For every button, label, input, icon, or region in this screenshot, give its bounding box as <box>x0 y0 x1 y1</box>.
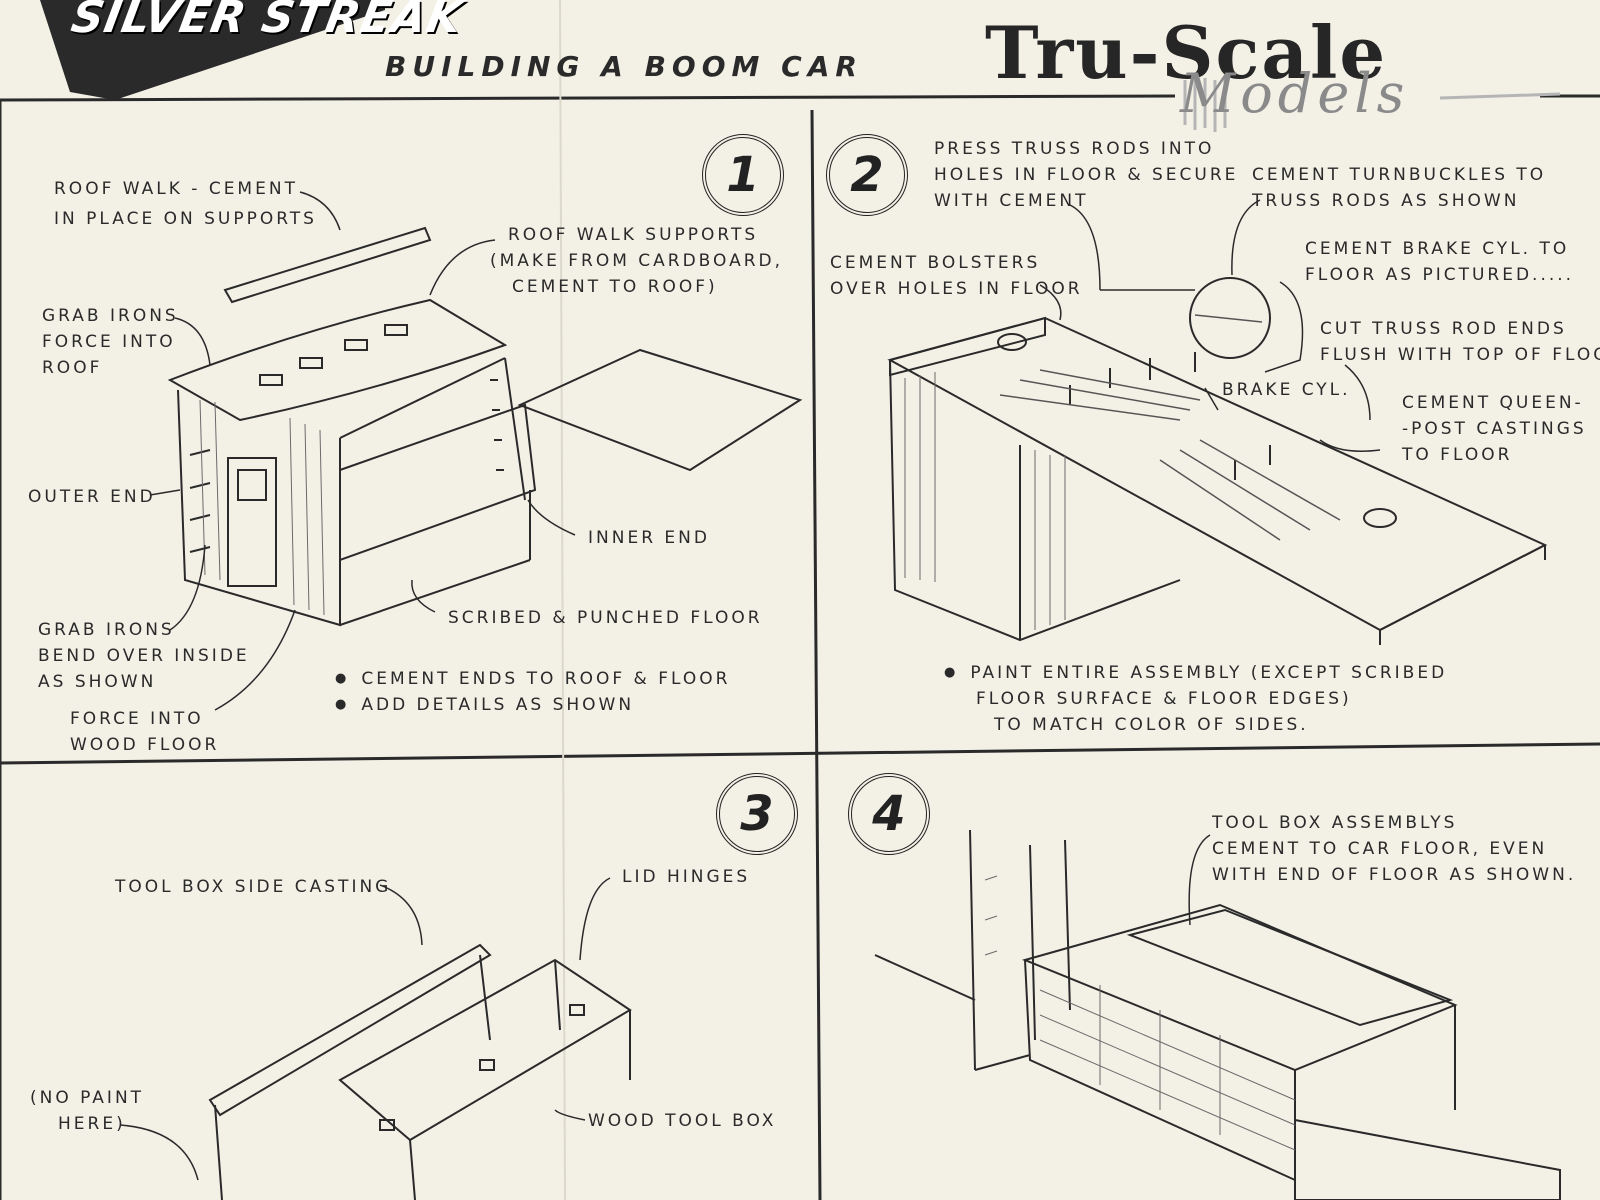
panel3-leaders <box>119 877 611 1181</box>
panel4-leaders <box>1188 834 1211 926</box>
label-truss-rods: PRESS TRUSS RODS INTO HOLES IN FLOOR & S… <box>934 139 1239 211</box>
panel2-paint-note: PAINT ENTIRE ASSEMBLY (EXCEPT SCRIBED FL… <box>944 660 1447 738</box>
panel1-siding <box>199 399 325 616</box>
step-2-badge: 2 <box>826 134 908 216</box>
panel2-siding <box>904 372 1066 630</box>
tru-scale-logo: Tru-Scale <box>985 10 1388 95</box>
panel2-drawing <box>887 277 1548 645</box>
panel2-truss-rods <box>999 314 1341 541</box>
panel-frame <box>0 94 1600 1200</box>
panel2-leaders <box>1039 199 1381 452</box>
label-cut-truss: CUT TRUSS ROD ENDS FLUSH WITH TOP OF FLO… <box>1320 319 1600 365</box>
label-roof-walk-supports: ROOF WALK SUPPORTS (MAKE FROM CARDBOARD,… <box>490 225 784 297</box>
label-tool-box-side: TOOL BOX SIDE CASTING <box>115 877 392 897</box>
label-brake-cyl-part: BRAKE CYL. <box>1222 380 1351 400</box>
step-4-badge: 4 <box>848 773 930 855</box>
brand-text: SILVER STREAK <box>67 0 467 43</box>
logo-stripes <box>1183 75 1561 132</box>
label-inner-end: INNER END <box>588 528 710 548</box>
step-1-badge: 1 <box>702 134 784 216</box>
label-queen-post: CEMENT QUEEN- -POST CASTINGS TO FLOOR <box>1402 393 1587 465</box>
label-lid-hinges: LID HINGES <box>622 867 751 887</box>
models-logo: Models <box>1180 62 1410 125</box>
step-3-badge: 3 <box>716 773 798 855</box>
label-tool-box-assemblys: TOOL BOX ASSEMBLYS CEMENT TO CAR FLOOR, … <box>1212 813 1577 885</box>
label-roof-walk: ROOF WALK - CEMENT IN PLACE ON SUPPORTS <box>54 179 317 229</box>
panel1-notes: CEMENT ENDS TO ROOF & FLOOR ADD DETAILS … <box>335 666 730 718</box>
brand-logo: SILVER STREAK <box>40 0 467 94</box>
label-brake-cyl: CEMENT BRAKE CYL. TO FLOOR AS PICTURED..… <box>1305 239 1575 285</box>
panel1-leaders <box>149 191 576 711</box>
panel4-drawing <box>874 829 1561 1200</box>
label-grab-irons-bend: GRAB IRONS BEND OVER INSIDE AS SHOWN <box>38 620 250 692</box>
label-outer-end: OUTER END <box>28 487 156 507</box>
label-turnbuckles: CEMENT TURNBUCKLES TO TRUSS RODS AS SHOW… <box>1252 165 1547 211</box>
label-grab-irons-roof: GRAB IRONS FORCE INTO ROOF <box>42 306 179 378</box>
panel3-drawing <box>208 943 632 1200</box>
panel4-planks <box>984 875 1296 1151</box>
page-title: BUILDING A BOOM CAR <box>385 50 863 83</box>
label-force-wood-floor: FORCE INTO WOOD FLOOR <box>70 709 220 755</box>
brand-banner <box>40 0 385 100</box>
panel1-drawing <box>167 226 803 627</box>
label-wood-tool-box: WOOD TOOL BOX <box>588 1111 777 1131</box>
label-no-paint: (NO PAINT HERE) <box>30 1088 145 1134</box>
label-bolsters: CEMENT BOLSTERS OVER HOLES IN FLOOR <box>830 253 1083 299</box>
label-scribed-floor: SCRIBED & PUNCHED FLOOR <box>448 608 763 628</box>
